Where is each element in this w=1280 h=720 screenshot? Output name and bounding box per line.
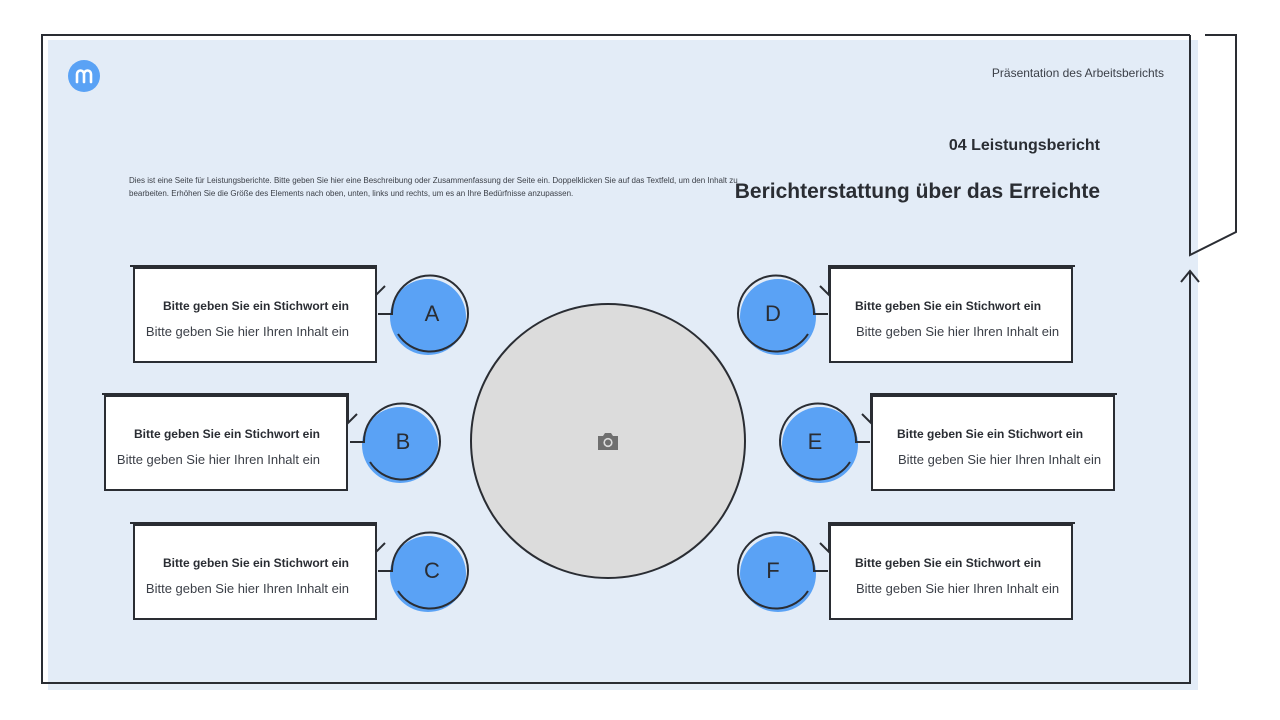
- item-card-d[interactable]: Bitte geben Sie ein Stichwort ein Bitte …: [829, 267, 1073, 363]
- item-keyword[interactable]: Bitte geben Sie ein Stichwort ein: [855, 556, 1042, 570]
- page-heading[interactable]: Berichterstattung über das Erreichte: [734, 180, 1100, 203]
- item-card-b[interactable]: Bitte geben Sie ein Stichwort ein Bitte …: [104, 395, 348, 491]
- item-card-e[interactable]: Bitte geben Sie ein Stichwort ein Bitte …: [871, 395, 1115, 491]
- item-keyword[interactable]: Bitte geben Sie ein Stichwort ein: [162, 556, 349, 570]
- item-letter-a: A: [424, 301, 440, 326]
- item-keyword[interactable]: Bitte geben Sie ein Stichwort ein: [897, 427, 1084, 441]
- camera-icon[interactable]: [596, 430, 620, 452]
- item-keyword[interactable]: Bitte geben Sie ein Stichwort ein: [162, 299, 349, 313]
- page-description[interactable]: Dies ist eine Seite für Leistungsbericht…: [129, 176, 738, 198]
- item-letter-b: B: [395, 429, 411, 454]
- item-letter-f: F: [766, 558, 780, 583]
- item-card-a[interactable]: Bitte geben Sie ein Stichwort ein Bitte …: [133, 267, 377, 363]
- section-title: 04 Leistungsbericht: [948, 137, 1100, 154]
- item-card-c[interactable]: Bitte geben Sie ein Stichwort ein Bitte …: [133, 524, 377, 620]
- item-letter-d: D: [765, 301, 781, 326]
- item-card-f[interactable]: Bitte geben Sie ein Stichwort ein Bitte …: [829, 524, 1073, 620]
- item-content[interactable]: Bitte geben Sie hier Ihren Inhalt ein: [145, 581, 349, 596]
- up-arrow-icon: [1180, 269, 1200, 283]
- presentation-title: Präsentation des Arbeitsberichts: [991, 66, 1164, 80]
- item-content[interactable]: Bitte geben Sie hier Ihren Inhalt ein: [116, 452, 320, 467]
- item-keyword[interactable]: Bitte geben Sie ein Stichwort ein: [855, 299, 1042, 313]
- logo-icon: [68, 60, 100, 92]
- item-content[interactable]: Bitte geben Sie hier Ihren Inhalt ein: [145, 324, 349, 339]
- item-keyword[interactable]: Bitte geben Sie ein Stichwort ein: [133, 427, 320, 441]
- item-content[interactable]: Bitte geben Sie hier Ihren Inhalt ein: [856, 581, 1060, 596]
- item-c-decoration: [130, 522, 469, 612]
- item-b-decoration: [102, 393, 441, 483]
- item-letter-e: E: [807, 429, 823, 454]
- item-content[interactable]: Bitte geben Sie hier Ihren Inhalt ein: [898, 452, 1102, 467]
- item-e-decoration: [779, 393, 1117, 483]
- item-content[interactable]: Bitte geben Sie hier Ihren Inhalt ein: [856, 324, 1060, 339]
- item-letter-c: C: [424, 558, 440, 583]
